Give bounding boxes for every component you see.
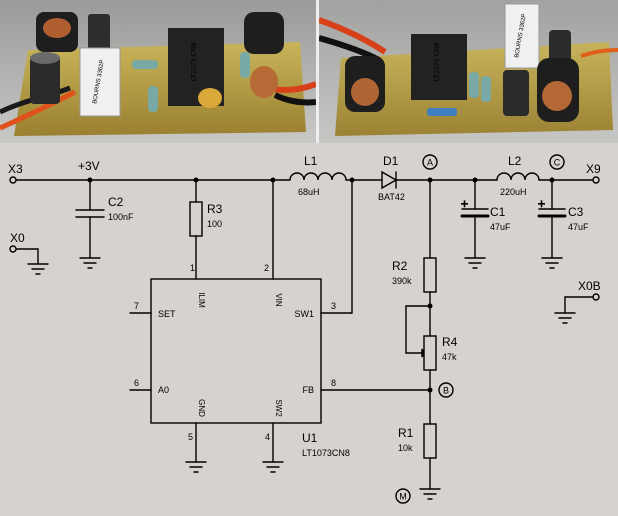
electrolytic-capacitor xyxy=(88,14,110,52)
pin-gnd-label: GND xyxy=(197,399,206,417)
resistor xyxy=(148,86,158,112)
pin-a0-label: A0 xyxy=(158,385,169,395)
junction-dot xyxy=(270,177,276,183)
terminal-x3-label: X3 xyxy=(8,162,23,176)
potentiometer-r4-symbol xyxy=(423,335,437,371)
inductor-winding xyxy=(250,66,278,98)
resistor-r2-symbol xyxy=(423,257,437,293)
r3-value: 100 xyxy=(207,219,222,229)
ic-chip xyxy=(411,34,467,100)
c2-value: 100nF xyxy=(108,212,134,222)
c3-ref: C3 xyxy=(568,205,584,219)
pin-vin-label: VIN xyxy=(274,293,283,307)
node-b-label: B xyxy=(443,386,449,396)
r1-value: 10k xyxy=(398,443,413,453)
junction-dot xyxy=(427,303,433,309)
electrolytic-capacitor xyxy=(549,30,571,64)
pin-number-3: 3 xyxy=(331,301,336,311)
trimmer-potentiometer xyxy=(504,3,540,69)
pin-number-6: 6 xyxy=(134,378,139,388)
resistor-r3-symbol xyxy=(189,201,203,237)
pin-number-8: 8 xyxy=(331,378,336,388)
node-a-marker xyxy=(422,154,438,170)
pin-ilim-label: ILIM xyxy=(197,292,206,308)
resistor xyxy=(240,52,250,78)
u1-value: LT1073CN8 xyxy=(302,448,350,458)
r2-ref: R2 xyxy=(392,259,408,273)
junction-dot xyxy=(427,177,433,183)
resistor-r1-symbol xyxy=(423,423,437,459)
junction-dot xyxy=(349,177,355,183)
pin-sw1-label: SW1 xyxy=(294,309,314,319)
pin-number-1: 1 xyxy=(190,263,195,273)
pin-set-label: SET xyxy=(158,309,176,319)
photo-divider xyxy=(316,0,319,143)
resistor xyxy=(481,76,491,102)
junction-dot xyxy=(87,177,93,183)
terminal-x0b xyxy=(592,293,600,301)
junction-dot xyxy=(472,177,478,183)
diode xyxy=(427,108,457,116)
r3-ref: R3 xyxy=(207,202,223,216)
pin-number-4: 4 xyxy=(265,432,270,442)
inductor-l2-symbol xyxy=(496,172,540,181)
inductor xyxy=(244,12,284,54)
circuit-schematic: X3 X9 X0 X0B +3V A B C M C2 100nF R3 100… xyxy=(0,143,618,516)
l2-value: 220uH xyxy=(500,187,527,197)
red-wire xyxy=(0,89,77,131)
terminal-x9 xyxy=(592,176,600,184)
terminal-x3 xyxy=(9,176,17,184)
resistor xyxy=(132,60,158,69)
supply-label: +3V xyxy=(78,159,100,173)
node-c-label: C xyxy=(554,158,561,168)
electrolytic-capacitor xyxy=(503,70,529,116)
terminal-x0 xyxy=(9,245,17,253)
inductor-l1-symbol xyxy=(289,172,347,181)
d1-value: BAT42 xyxy=(378,192,405,202)
node-m-marker xyxy=(395,488,411,504)
trimmer-potentiometer xyxy=(79,47,121,117)
red-wire xyxy=(319,17,387,55)
resistor xyxy=(469,72,479,98)
u1-ref: U1 xyxy=(302,431,318,445)
chip-marking: LT1073 CN8 xyxy=(191,42,198,81)
chip-marking: LT1073 CN8 xyxy=(434,42,441,81)
junction-dot xyxy=(427,387,433,393)
node-m-label: M xyxy=(399,492,407,502)
black-wire xyxy=(273,92,316,106)
pcb-photo-left: BOURNS 3362P LT1073 CN8 xyxy=(0,0,316,143)
node-c-marker xyxy=(549,154,565,170)
r4-value: 47k xyxy=(442,352,457,362)
r1-ref: R1 xyxy=(398,426,414,440)
pin-sw2-label: SW2 xyxy=(274,399,283,417)
l1-value: 68uH xyxy=(298,187,320,197)
junction-dot xyxy=(549,177,555,183)
c3-value: 47uF xyxy=(568,222,589,232)
ceramic-capacitor xyxy=(198,88,222,108)
electrolytic-capacitor xyxy=(30,56,60,104)
ic-u1-box xyxy=(150,278,322,424)
node-b-marker xyxy=(438,382,454,398)
diode-d1-symbol xyxy=(381,170,398,190)
junction-dot xyxy=(193,177,199,183)
terminal-x0b-label: X0B xyxy=(578,279,601,293)
c1-value: 47uF xyxy=(490,222,511,232)
l1-ref: L1 xyxy=(304,154,318,168)
node-a-label: A xyxy=(427,158,433,168)
pin-number-5: 5 xyxy=(188,432,193,442)
terminal-x0-label: X0 xyxy=(10,231,25,245)
pin-number-2: 2 xyxy=(264,263,269,273)
l2-ref: L2 xyxy=(508,154,522,168)
pin-fb-label: FB xyxy=(302,385,314,395)
c2-ref: C2 xyxy=(108,195,124,209)
d1-ref: D1 xyxy=(383,154,399,168)
c1-ref: C1 xyxy=(490,205,506,219)
red-wire xyxy=(580,48,618,58)
r2-value: 390k xyxy=(392,276,412,286)
terminal-x9-label: X9 xyxy=(586,162,601,176)
pcb-photo-right: LT1073 CN8 BOURNS 3362P xyxy=(319,0,618,143)
r4-ref: R4 xyxy=(442,335,458,349)
pin-number-7: 7 xyxy=(134,301,139,311)
